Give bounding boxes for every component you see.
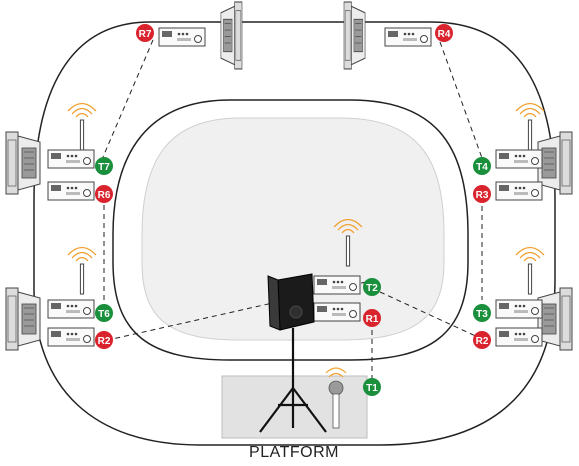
transmitter-unit-icon bbox=[47, 299, 95, 319]
wall-speaker-icon bbox=[537, 287, 573, 351]
microphone bbox=[325, 367, 347, 429]
transmitter-unit-icon bbox=[495, 299, 543, 319]
badge-t7: T7 bbox=[95, 157, 113, 175]
badge-label: R7 bbox=[139, 29, 152, 40]
wall-speaker-left-lower bbox=[5, 287, 41, 351]
wireless-links bbox=[102, 39, 483, 378]
receiver-unit-r2-right bbox=[495, 327, 543, 347]
badge-label: T2 bbox=[366, 283, 378, 294]
badge-r4: R4 bbox=[435, 24, 453, 42]
badge-label: T1 bbox=[366, 383, 378, 394]
wall-speaker-icon bbox=[5, 287, 41, 351]
receiver-unit-icon bbox=[313, 302, 361, 322]
wall-speaker-top-left bbox=[220, 1, 243, 70]
badge-t6: T6 bbox=[95, 304, 113, 322]
link-t2-r2-left bbox=[107, 281, 367, 341]
badge-r2-left: R2 bbox=[95, 331, 113, 349]
wall-speaker-icon bbox=[5, 131, 41, 195]
badge-label: R4 bbox=[438, 29, 451, 40]
wall-speaker-right-lower bbox=[537, 287, 573, 351]
receiver-unit-r6 bbox=[47, 181, 95, 201]
badge-t4: T4 bbox=[473, 157, 491, 175]
main-pa-speaker bbox=[259, 273, 327, 433]
receiver-unit-icon bbox=[158, 27, 206, 47]
transmitter-unit-icon bbox=[313, 275, 361, 295]
receiver-unit-r2-left bbox=[47, 327, 95, 347]
wall-speaker-left-upper bbox=[5, 131, 41, 195]
transmitter-unit-icon bbox=[495, 149, 543, 169]
badge-t2: T2 bbox=[363, 278, 381, 296]
receiver-unit-icon bbox=[47, 181, 95, 201]
receiver-unit-icon bbox=[47, 327, 95, 347]
receiver-unit-r4 bbox=[384, 27, 432, 47]
badge-label: R3 bbox=[476, 190, 489, 201]
badge-r3: R3 bbox=[473, 185, 491, 203]
badge-t3: T3 bbox=[473, 304, 491, 322]
badge-label: T4 bbox=[476, 162, 488, 173]
receiver-unit-icon bbox=[495, 327, 543, 347]
link-r7 bbox=[102, 39, 154, 158]
badge-label: R1 bbox=[366, 314, 379, 325]
badge-r2-right: R2 bbox=[473, 331, 491, 349]
microphone-icon bbox=[325, 367, 347, 429]
tripod-stand-icon bbox=[259, 328, 327, 433]
link-t2-r2-right bbox=[379, 291, 481, 339]
wall-speaker-icon bbox=[343, 1, 366, 70]
badge-label: T7 bbox=[98, 162, 110, 173]
badge-r1: R1 bbox=[363, 309, 381, 327]
badge-label: R2 bbox=[476, 336, 489, 347]
receiver-unit-icon bbox=[495, 181, 543, 201]
wall-speaker-icon bbox=[220, 1, 243, 70]
receiver-unit-icon bbox=[384, 27, 432, 47]
badge-label: R6 bbox=[98, 190, 111, 201]
receiver-unit-r7 bbox=[158, 27, 206, 47]
receiver-unit-r1 bbox=[313, 302, 361, 322]
wall-speaker-right-upper bbox=[537, 131, 573, 195]
badge-r6: R6 bbox=[95, 185, 113, 203]
receiver-unit-r3 bbox=[495, 181, 543, 201]
pa-speaker-icon bbox=[267, 273, 315, 331]
wall-speaker-icon bbox=[537, 131, 573, 195]
badge-label: T3 bbox=[476, 309, 488, 320]
wall-speaker-top-right bbox=[343, 1, 366, 70]
platform-label: PLATFORM bbox=[249, 444, 339, 461]
badge-r7: R7 bbox=[136, 24, 154, 42]
transmitter-unit-icon bbox=[47, 149, 95, 169]
badge-label: R2 bbox=[98, 336, 111, 347]
platform-area bbox=[221, 375, 368, 439]
link-r4 bbox=[439, 41, 483, 159]
badge-t1: T1 bbox=[363, 378, 381, 396]
badge-label: T6 bbox=[98, 309, 110, 320]
